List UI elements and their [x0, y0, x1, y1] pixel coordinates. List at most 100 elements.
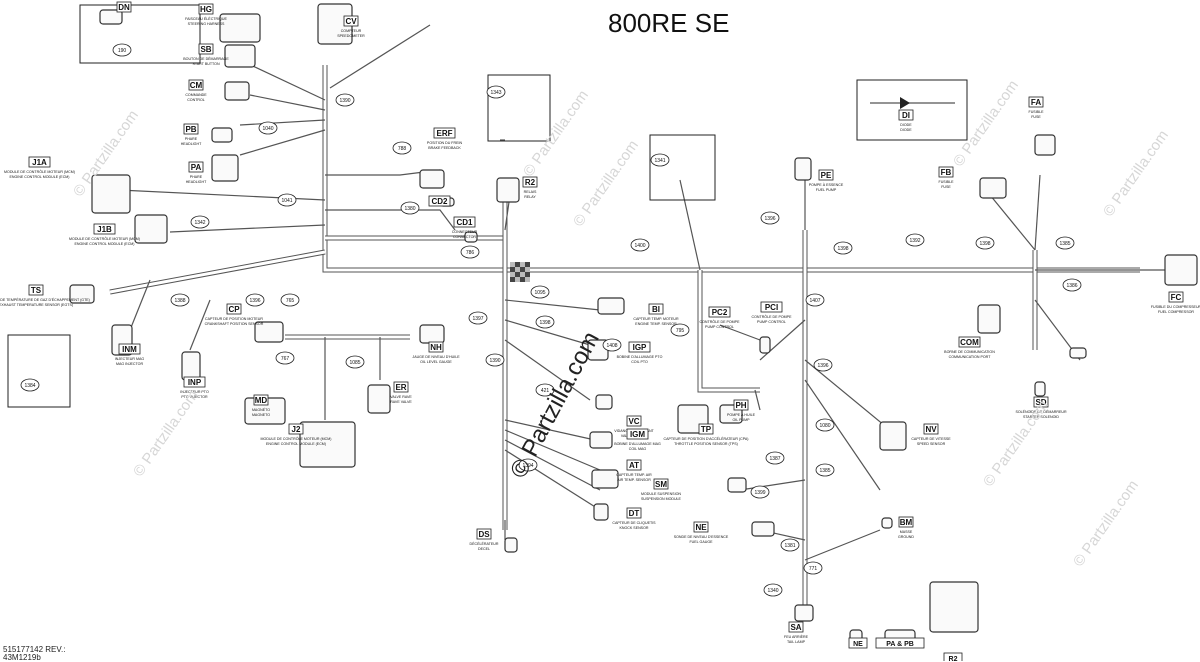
component-description: CAPTEUR DE POSITION D'ACCÉLÉRATEUR (CPA): [663, 436, 748, 441]
reference-number: 421: [541, 388, 550, 394]
reference-bubble: [190, 215, 210, 229]
harness-wire: [504, 419, 596, 441]
harness-trunk-inner: [109, 250, 326, 294]
component-code-box: [393, 381, 409, 393]
component-code-box: [343, 15, 359, 27]
component-description: FUSIBLE: [939, 180, 955, 184]
connector-symbol: [419, 169, 445, 189]
component-code-cv: CV: [345, 17, 357, 26]
component-description: FUSE: [1031, 115, 1041, 119]
junction-block-cell: [510, 272, 515, 277]
component-code-box: [118, 343, 141, 355]
component-code-box: [648, 303, 664, 315]
harness-wire: [189, 299, 211, 351]
footer-revision: 515177142 REV.:: [3, 645, 66, 654]
component-code-box: [898, 109, 914, 121]
component-code-box: [626, 507, 642, 519]
connector-symbol: [367, 384, 391, 414]
component-description: OIL LEVEL GAUGE: [420, 360, 452, 364]
reference-bubble: [345, 355, 365, 369]
legend-code-box: [943, 652, 963, 661]
connector-symbol: [597, 297, 625, 315]
harness-wire: [169, 224, 326, 233]
component-description: KNOCK SENSOR: [620, 526, 649, 530]
reference-bubble: [670, 323, 690, 337]
component-description: SOLÉNOÏDE DE DÉMARREUR: [1015, 409, 1067, 414]
harness-wire: [719, 324, 761, 341]
reference-number: 1343: [490, 90, 501, 96]
component-code-sd: SD: [1035, 398, 1046, 407]
connector-symbol: [69, 284, 95, 304]
component-description: FUEL GAUGE: [689, 540, 713, 544]
reference-number: 1399: [754, 490, 765, 496]
component-description: GROUND: [898, 535, 914, 539]
junction-block-cell: [510, 277, 515, 282]
reference-number: 1040: [262, 126, 273, 132]
reference-number: 1396: [764, 216, 775, 222]
reference-bubble: [750, 485, 770, 499]
component-description: MODULE DE CONTRÔLE MOTEUR (MCM): [261, 436, 332, 441]
reference-number: 795: [676, 328, 685, 334]
component-code-pc2: PC2: [712, 308, 728, 317]
connector-symbol: [419, 324, 445, 344]
component-description: OIL PUMP: [732, 418, 750, 422]
component-code-tp: TP: [701, 425, 712, 434]
component-description: CAPTEUR TEMP. MOTEUR: [633, 317, 679, 321]
component-code-ne: NE: [695, 523, 707, 532]
component-code-box: [938, 166, 954, 178]
component-code-di: DI: [902, 111, 910, 120]
connector-symbol: [879, 421, 907, 451]
component-description: FUSIBLE DU COMPRESSEUR: [1151, 305, 1200, 309]
component-code-sb: SB: [200, 45, 211, 54]
reference-bubble: [400, 201, 420, 215]
component-description: COIL PTO: [631, 360, 648, 364]
reference-number: 1400: [634, 243, 645, 249]
component-code-erf: ERF: [437, 129, 453, 138]
component-code-nv: NV: [925, 425, 937, 434]
junction-block-cell: [520, 267, 525, 272]
component-code-pb: PB: [185, 125, 196, 134]
connector-symbol: [224, 81, 250, 101]
component-code-cd2: CD2: [431, 197, 448, 206]
junction-block-cell: [525, 267, 530, 272]
component-code-box: [226, 303, 242, 315]
component-code-box: [188, 79, 204, 91]
component-code-fc: FC: [1171, 293, 1182, 302]
connector-symbol: [91, 174, 131, 214]
component-code-ts: TS: [31, 286, 42, 295]
component-code-ph: PH: [735, 401, 746, 410]
reference-number: 1381: [784, 543, 795, 549]
component-description: CAPTEUR DE POSITION MOTEUR: [205, 317, 263, 321]
connector-symbol: [929, 581, 979, 633]
component-description: CONNECTOR: [453, 235, 476, 239]
reference-number: 1398: [837, 246, 848, 252]
component-description: CAPTEUR DE CLIQUETIS: [612, 521, 656, 525]
connector-symbol: [751, 521, 775, 537]
component-description: CONTRÔLE DE POMPE: [752, 314, 793, 319]
reference-bubble: [1055, 236, 1075, 250]
reference-number: 767: [281, 356, 290, 362]
component-code-box: [788, 621, 804, 633]
connector-symbol: [99, 9, 123, 25]
component-description: BOUTON DE DÉMARRAGE: [183, 56, 229, 61]
component-description: CONTRÔLE DE POMPE: [700, 319, 741, 324]
component-description: INJECTEUR PTO: [180, 390, 209, 394]
reference-number: 1041: [281, 198, 292, 204]
component-code-cm: CM: [190, 81, 203, 90]
component-description: ENGINE TEMP. SENSOR: [635, 322, 677, 326]
component-code-pci: PCI: [765, 303, 778, 312]
connector-symbol: [219, 13, 261, 43]
component-code-box: [28, 156, 51, 168]
component-description: BOBINE D'ALLUMAGE PTO: [617, 355, 663, 359]
component-description: FUEL PUMP: [816, 188, 837, 192]
reference-number: 1385: [819, 468, 830, 474]
component-code-fb: FB: [941, 168, 952, 177]
reference-number: 1342: [194, 220, 205, 226]
component-code-box: [626, 459, 642, 471]
component-description: MODULE DE CONTRÔLE MOTEUR (MCM): [4, 169, 75, 174]
reference-number: 190: [118, 48, 127, 54]
component-description: RAVE VALVE: [390, 400, 412, 404]
connector-symbol: [759, 336, 771, 354]
component-code-box: [653, 478, 669, 490]
